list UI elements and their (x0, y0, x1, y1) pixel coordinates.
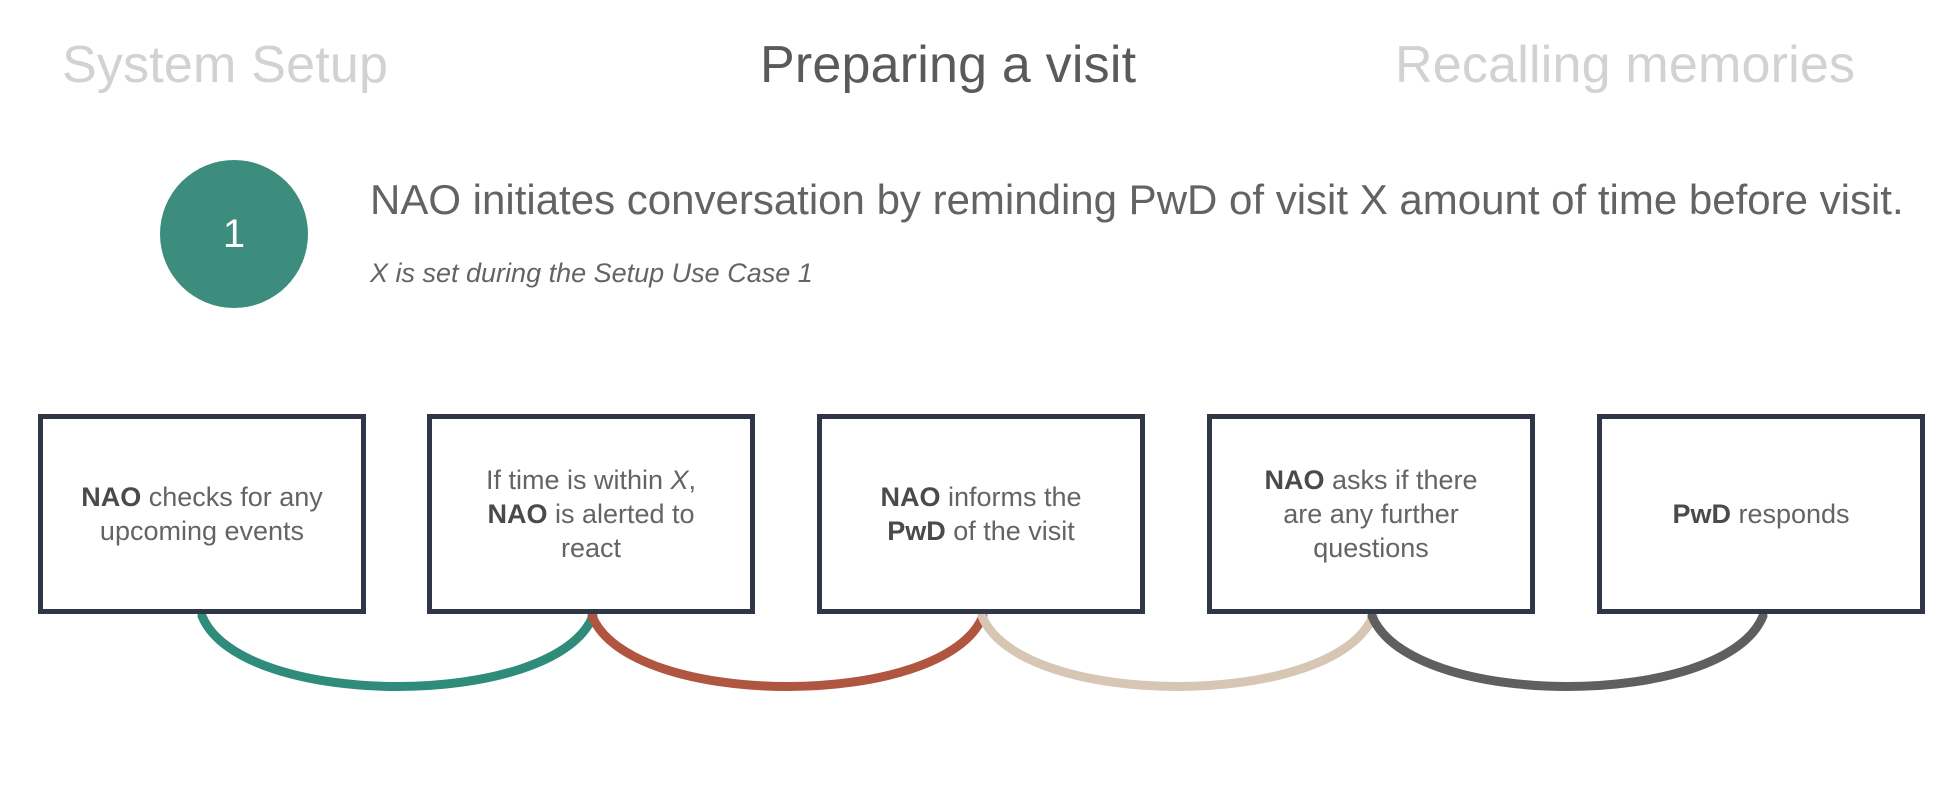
connector-2-3-arc (587, 611, 988, 691)
connector-3-4-arc (977, 611, 1378, 691)
step-text-block: NAO initiates conversation by reminding … (370, 158, 1930, 294)
tab-system-setup[interactable]: System Setup (62, 36, 389, 94)
tab-recalling-memories[interactable]: Recalling memories (1395, 36, 1856, 94)
tab-preparing-a-visit[interactable]: Preparing a visit (760, 36, 1137, 94)
step-title: NAO initiates conversation by reminding … (370, 176, 1904, 223)
step-subtitle: X is set during the Setup Use Case 1 (370, 258, 813, 288)
flow-box-label: PwD responds (1672, 499, 1850, 529)
step-row: 1 NAO initiates conversation by remindin… (0, 158, 1950, 328)
flow-box-pwd-responds[interactable]: PwD responds (1597, 414, 1925, 614)
step-number-badge: 1 (160, 160, 308, 308)
connector-4-5-arc (1367, 611, 1768, 691)
connector-1-2-arc (197, 611, 598, 691)
section-tab-bar: System Setup Preparing a visit Recalling… (0, 26, 1950, 104)
